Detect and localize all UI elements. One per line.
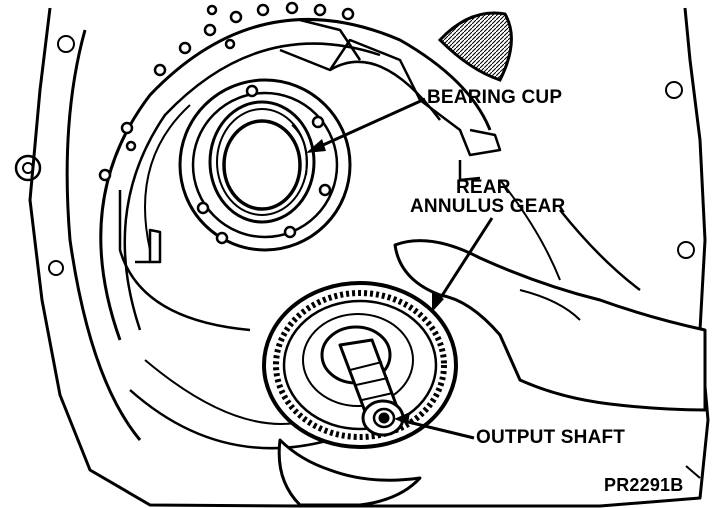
figure-code: PR2291B xyxy=(604,475,684,495)
hand-illustration xyxy=(277,179,707,507)
bearing-housing xyxy=(178,78,352,252)
annulus-gear-label: ANNULUS GEAR xyxy=(410,196,566,217)
annulus-gear-arrowhead xyxy=(432,292,444,312)
rear-label: REAR xyxy=(456,177,511,198)
case-bore xyxy=(99,17,492,450)
bearing-cup-leader xyxy=(311,97,426,152)
bearing-cup-arrowhead xyxy=(306,139,326,153)
figure-code-tick xyxy=(685,465,701,479)
transmission-case xyxy=(14,7,710,508)
output-shaft-leader xyxy=(399,418,475,440)
output-shaft xyxy=(338,338,405,437)
output-shaft-arrowhead xyxy=(394,412,410,424)
case-internal-webs xyxy=(118,18,502,332)
leader-lines xyxy=(311,97,494,440)
output-shaft-label: OUTPUT SHAFT xyxy=(476,427,626,448)
bearing-housing-bolts xyxy=(196,84,332,245)
bearing-cup-label: BEARING CUP xyxy=(427,87,563,108)
leader-arrowheads xyxy=(306,139,444,424)
annulus-gear-leader xyxy=(434,217,494,306)
case-bolt-holes xyxy=(98,1,355,182)
case-opening xyxy=(437,11,513,82)
